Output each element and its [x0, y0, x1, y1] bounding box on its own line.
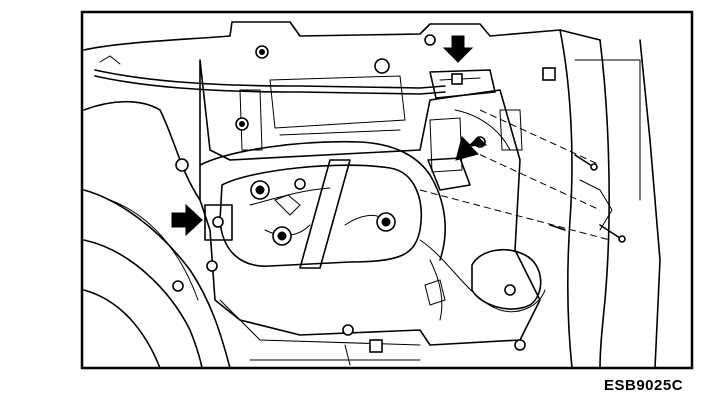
mounting-bolts [172, 34, 556, 353]
figure-code: ESB9025C [604, 377, 684, 394]
callout-arrow-left [171, 203, 203, 237]
door-panel-outline [83, 21, 661, 369]
arrow-icon [442, 35, 474, 63]
latch-rods [94, 55, 546, 321]
inner-door-panel [199, 59, 541, 366]
arrow-icon [455, 136, 488, 161]
window-regulator [219, 159, 422, 269]
outside-handle [429, 69, 496, 99]
arrow-icon [171, 203, 203, 237]
callout-arrow-middle [455, 136, 488, 161]
regulator-motor [424, 249, 542, 310]
regulator-bracket [204, 204, 233, 241]
callout-arrow-top [442, 35, 474, 63]
exploded-bolts [549, 154, 626, 243]
figure-frame [80, 10, 694, 370]
alignment-lines [419, 109, 611, 241]
